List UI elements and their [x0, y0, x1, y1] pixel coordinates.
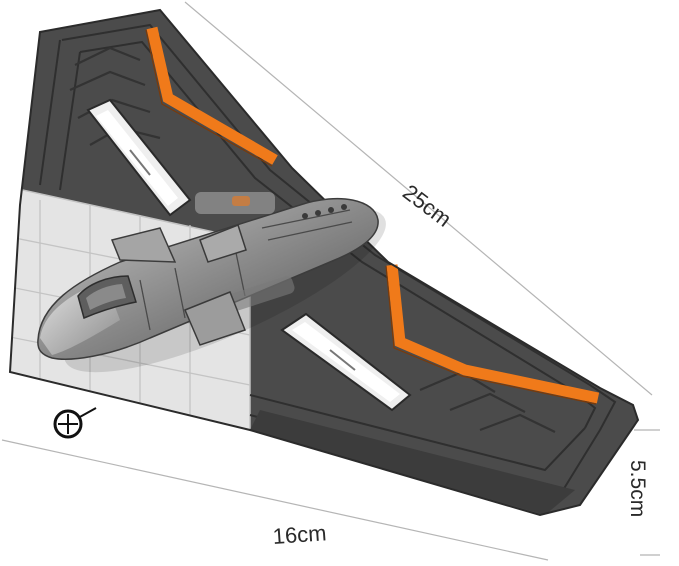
left-fin [110, 227, 177, 263]
height-dimension-label: 5.5cm [626, 460, 649, 518]
width-dimension-label: 16cm [271, 520, 328, 549]
nose-wheel [53, 407, 97, 439]
orange-trim [146, 26, 600, 404]
elevon-slots [86, 98, 412, 412]
dimension-lines [1, 1, 660, 561]
fuselage [37, 192, 386, 373]
